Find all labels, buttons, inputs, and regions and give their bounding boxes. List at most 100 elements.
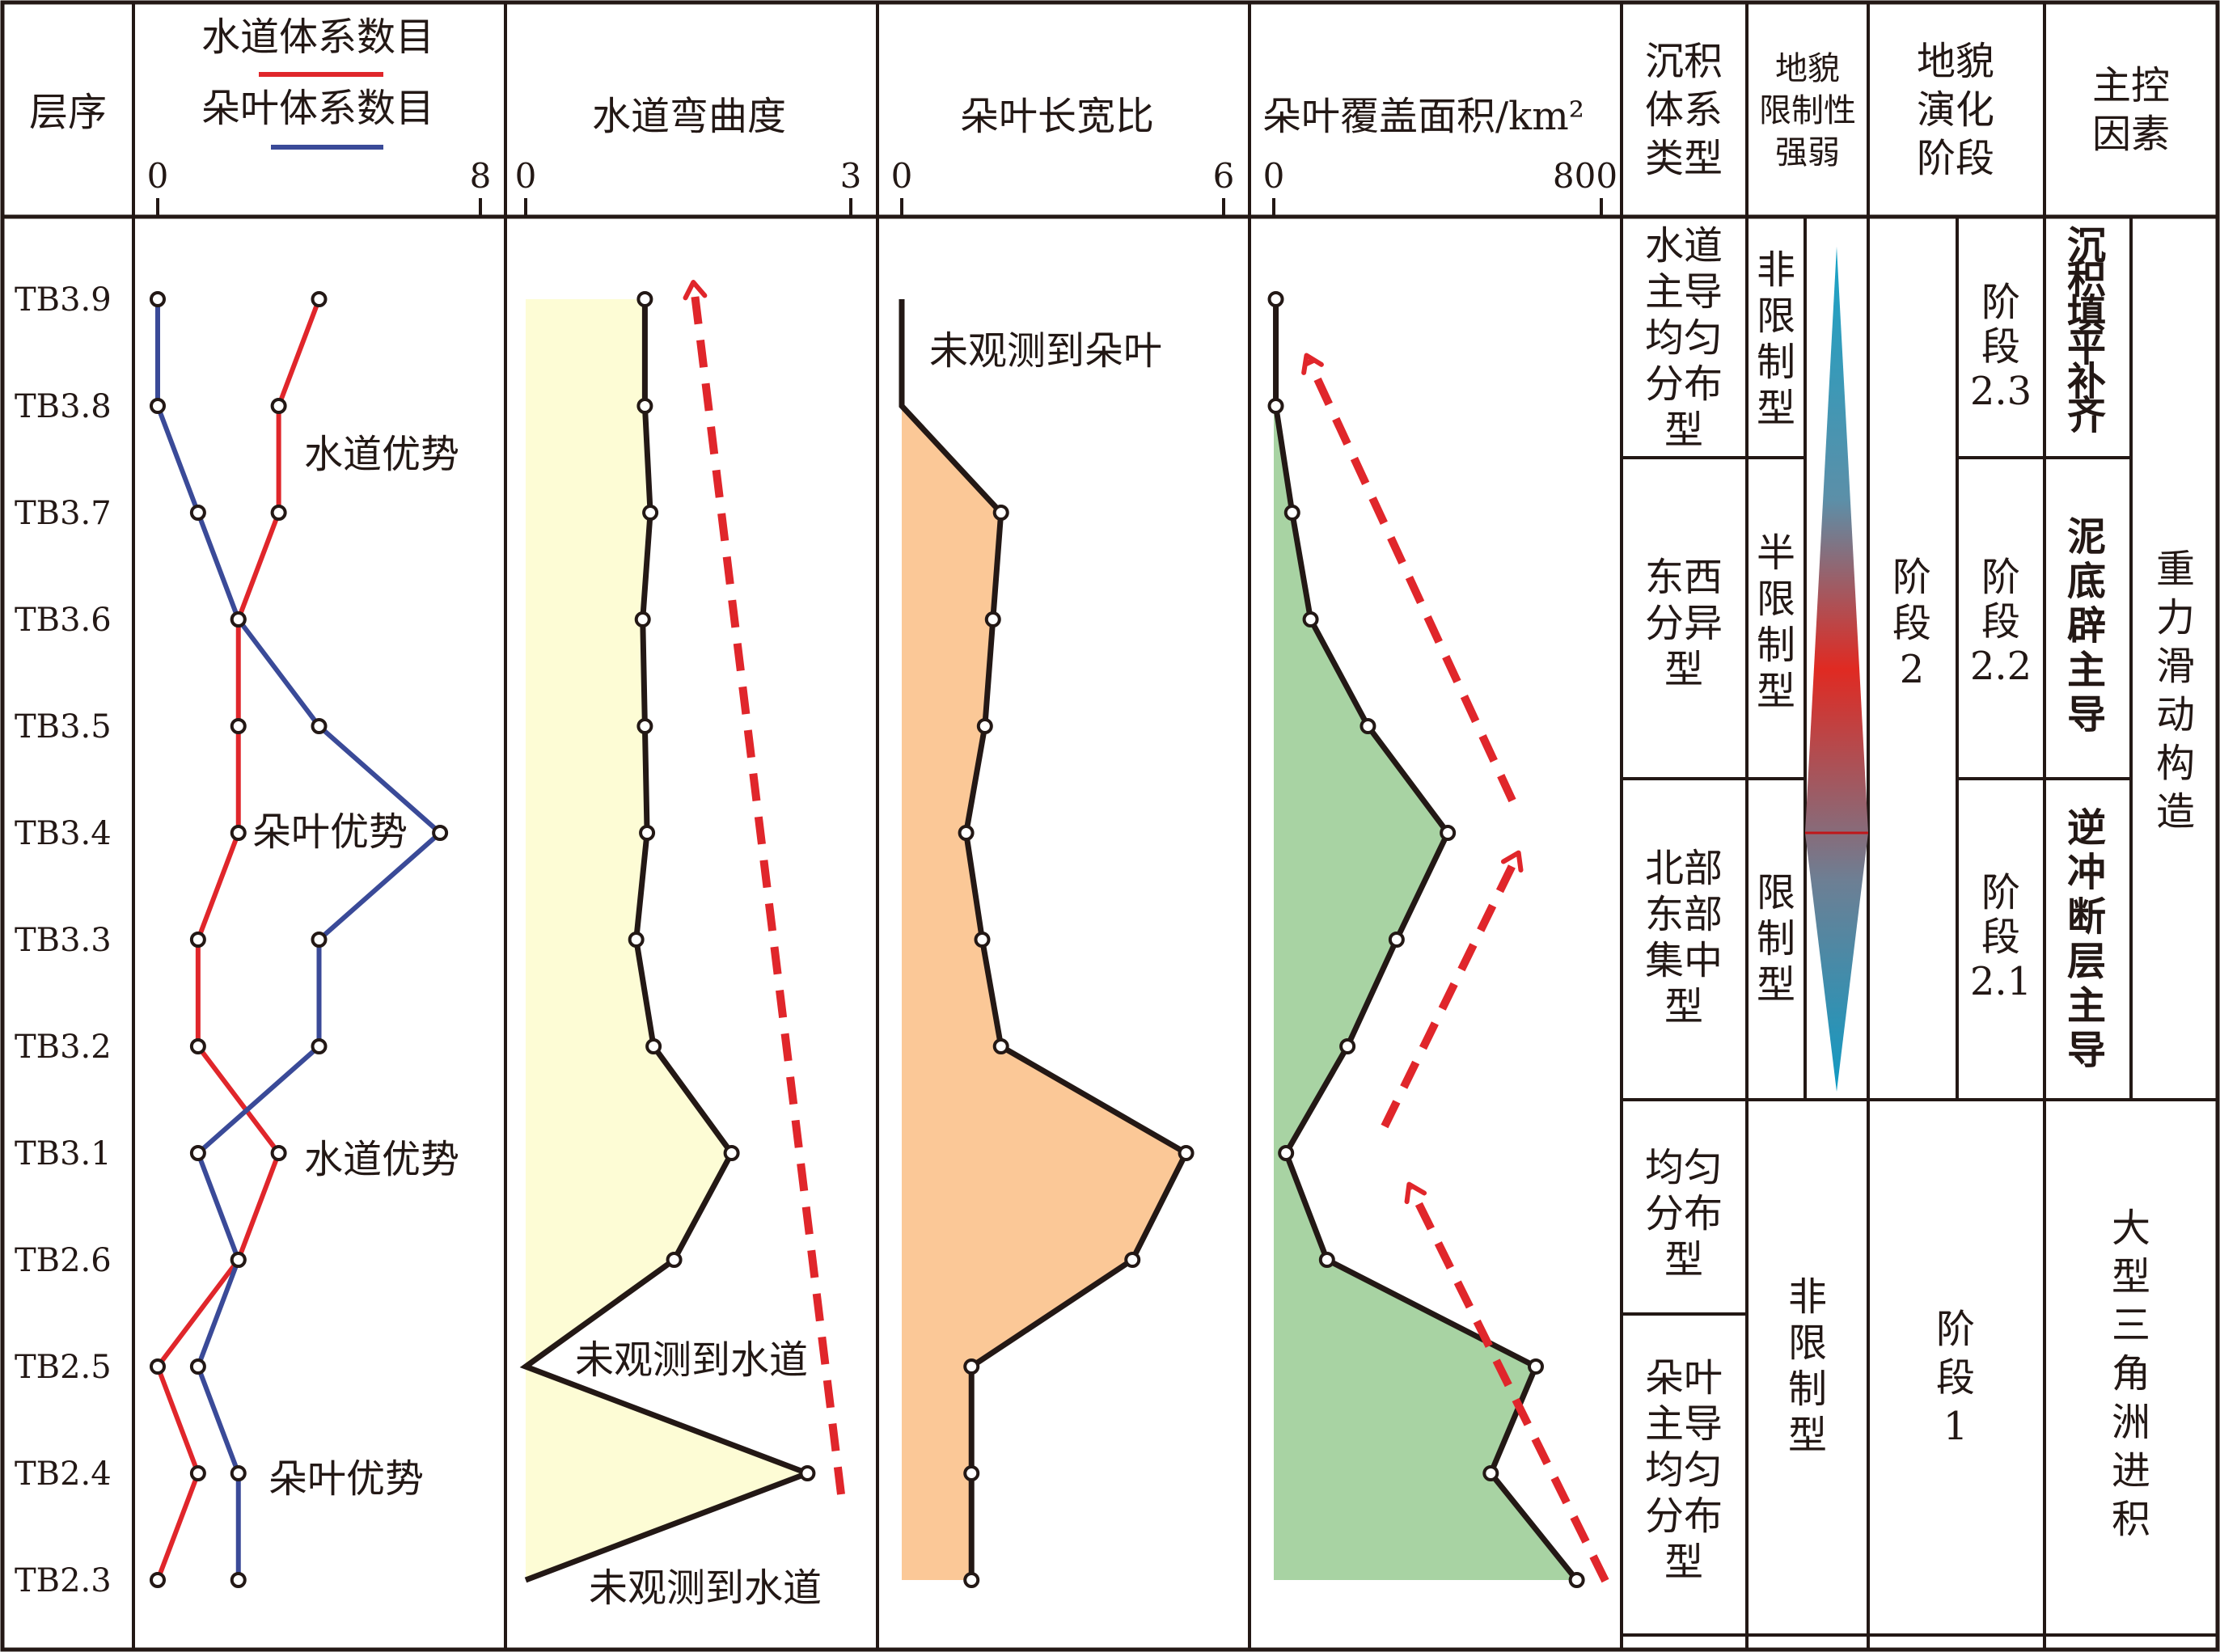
type-uniform: 型	[1664, 1237, 1703, 1282]
data-point	[230, 1572, 247, 1588]
data-point	[270, 398, 287, 414]
axis-tick-label: 6	[1213, 156, 1235, 196]
axis-tick-label: 0	[891, 156, 913, 196]
type-north-east: 东部	[1645, 892, 1723, 937]
limit-strong: 限	[1757, 870, 1795, 915]
type-lobe-uniform: 型	[1664, 1540, 1703, 1585]
limit-none: 制	[1757, 340, 1795, 385]
annotation-channel-dominant: 水道优势	[304, 432, 459, 477]
area-fill-2	[902, 406, 1186, 1580]
data-point	[1482, 1465, 1499, 1481]
type-lobe-uniform: 分布	[1645, 1494, 1723, 1539]
layer-label: TB2.6	[15, 1242, 112, 1279]
axis-tick-label: 800	[1553, 156, 1617, 196]
limit-semi: 半	[1757, 530, 1795, 576]
trend-arrows	[683, 280, 1609, 1583]
type-east-west: 分异	[1645, 601, 1723, 646]
limit-none: 型	[1757, 386, 1795, 431]
limit-none-lower: 限	[1788, 1320, 1827, 1366]
factor-thrust: 层	[2067, 939, 2106, 984]
data-point	[1440, 825, 1457, 841]
data-point	[636, 718, 653, 734]
header-stage: 演化	[1917, 87, 1994, 133]
factor-gravity: 动	[2156, 692, 2195, 737]
axis-tick-label: 0	[147, 156, 169, 196]
data-point	[150, 291, 166, 307]
data-point	[628, 932, 645, 948]
limit-none: 非	[1757, 247, 1795, 293]
header-factor: 因素	[2092, 112, 2170, 157]
trend-arrow	[1301, 353, 1516, 803]
stage-1: 段	[1936, 1355, 1975, 1401]
data-point	[230, 1252, 247, 1268]
header-limit: 强弱	[1775, 134, 1840, 171]
data-point	[311, 1038, 328, 1054]
factor-delta: 角	[2112, 1351, 2150, 1396]
limit-none-lower: 非	[1788, 1274, 1827, 1320]
factor-diapir: 泥	[2067, 514, 2106, 560]
data-point	[963, 1358, 980, 1375]
factor-gravity: 造	[2156, 789, 2195, 834]
data-point	[189, 1038, 206, 1054]
type-lobe-uniform: 朵叶	[1645, 1355, 1723, 1401]
stage-2-3: 2.3	[1970, 369, 2032, 414]
data-point	[636, 398, 653, 414]
type-channel-uniform: 型	[1664, 408, 1703, 453]
data-point	[1528, 1358, 1544, 1375]
axis-tick-label: 3	[840, 156, 862, 196]
data-point	[1278, 1145, 1295, 1161]
header-channel-count: 水道体系数目	[201, 15, 434, 60]
header-limit: 限制性	[1759, 92, 1856, 129]
header-stage: 阶段	[1917, 136, 1994, 181]
type-lobe-uniform: 主导	[1645, 1401, 1723, 1447]
data-point	[958, 825, 975, 841]
limit-semi: 限	[1757, 577, 1795, 622]
data-point	[189, 932, 206, 948]
data-point	[1388, 932, 1405, 948]
stage-2-2: 段	[1981, 599, 2020, 644]
area-fill-3	[1274, 299, 1577, 1580]
data-point	[230, 611, 247, 627]
data-point	[799, 1465, 816, 1481]
data-point	[230, 718, 247, 734]
header-sinuosity: 水道弯曲度	[592, 94, 786, 139]
type-channel-uniform: 均匀	[1645, 315, 1723, 361]
layer-label: TB3.8	[15, 388, 112, 425]
type-east-west: 型	[1664, 647, 1703, 692]
layer-label: TB3.4	[15, 815, 112, 852]
data-point	[1339, 1038, 1356, 1054]
data-point	[642, 505, 659, 521]
header-layer: 层序	[29, 90, 107, 135]
limit-none: 限	[1757, 294, 1795, 339]
limit-semi: 型	[1757, 669, 1795, 714]
data-points	[150, 291, 1585, 1588]
data-point	[1178, 1145, 1195, 1161]
data-point	[1267, 398, 1284, 414]
layer-label: TB2.5	[15, 1349, 112, 1386]
data-point	[666, 1252, 683, 1268]
data-point	[311, 291, 328, 307]
data-point	[432, 825, 449, 841]
layer-label: TB3.6	[15, 602, 112, 639]
layer-label: TB3.7	[15, 495, 112, 532]
data-point	[963, 1572, 980, 1588]
data-point	[270, 1145, 287, 1161]
data-point	[636, 291, 653, 307]
axis-tick-label: 8	[470, 156, 492, 196]
type-uniform: 分布	[1645, 1191, 1723, 1236]
header-aspect-ratio: 朵叶长宽比	[960, 94, 1154, 139]
data-point	[723, 1145, 740, 1161]
stage-1: 1	[1943, 1404, 1968, 1449]
axis-tick-label: 0	[515, 156, 537, 196]
data-point	[984, 611, 1001, 627]
factor-thrust: 逆	[2067, 805, 2106, 851]
factor-thrust: 断	[2067, 894, 2106, 940]
area-fill-1	[526, 299, 808, 1580]
data-point	[963, 1465, 980, 1481]
data-point	[1124, 1252, 1141, 1268]
header-factor: 主控	[2092, 63, 2170, 108]
data-point	[189, 1358, 206, 1375]
stage-2: 段	[1892, 601, 1931, 646]
